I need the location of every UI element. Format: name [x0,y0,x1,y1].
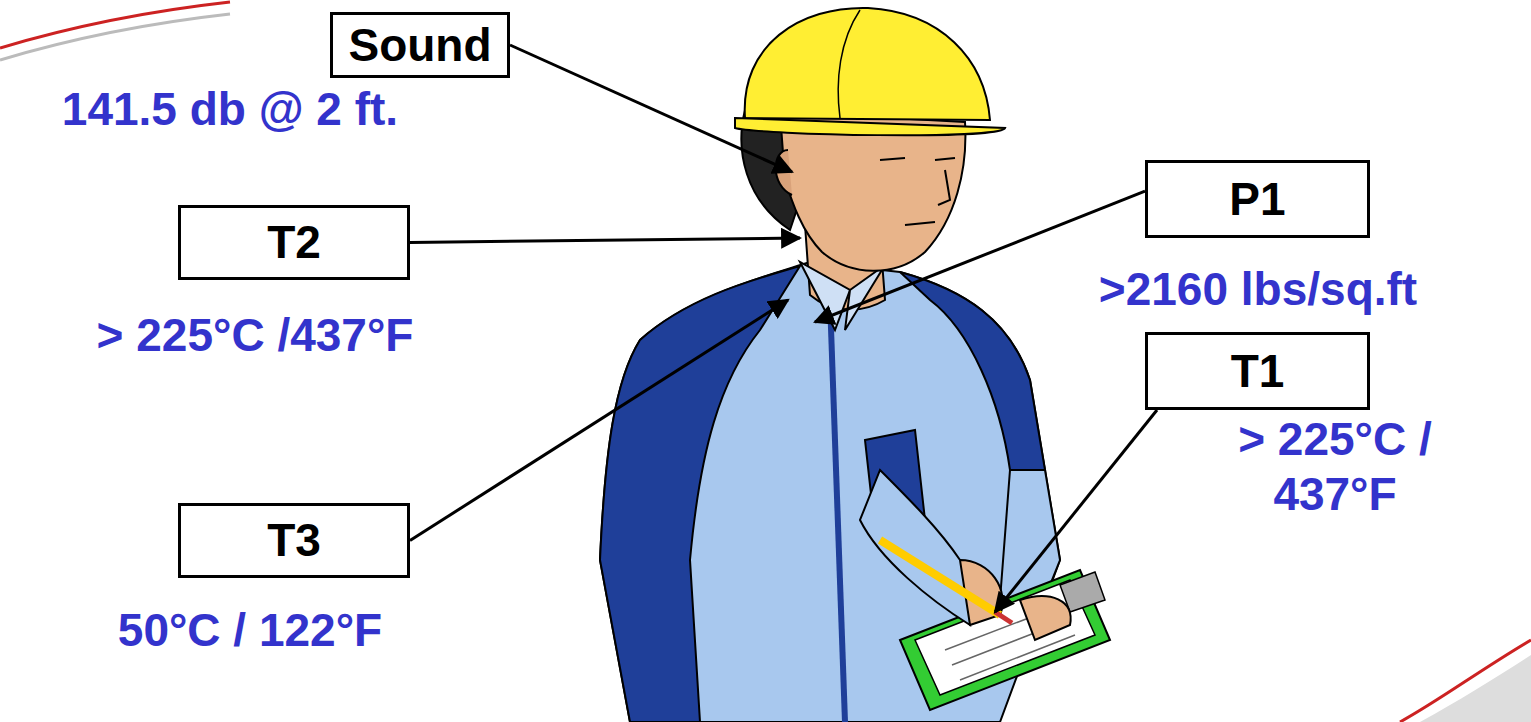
worker-figure [600,8,1110,722]
worker-figure-part [905,222,935,225]
label-box: P1 [1145,160,1370,238]
box-label: Sound [348,20,491,71]
leader-line [815,191,1145,322]
label-box: T1 [1145,332,1370,410]
slide-frame-part [0,14,230,60]
worker-figure-part [935,158,955,160]
slide-frame-part [1400,640,1531,722]
value-label: >2160 lbs/sq.ft [990,262,1526,317]
leader-line [410,238,800,243]
leader-line [995,410,1157,612]
value-label: > 225°C / 437°F [1185,412,1485,522]
worker-figure-part [860,470,970,625]
worker-figure-part [938,170,950,205]
box-label: T2 [267,217,321,268]
slide-frame-part [1420,655,1531,722]
worker-figure-part [735,118,1005,135]
label-box: Sound [330,12,510,78]
worker-figure-part [600,266,800,722]
slide-frame-part [0,2,230,48]
value-label: > 225°C /437°F [5,308,505,363]
box-label: P1 [1229,174,1285,225]
label-box: T3 [178,503,410,578]
worker-figure-part [838,10,860,118]
leader-line [510,45,792,172]
box-label: T3 [267,515,321,566]
value-label: 141.5 db @ 2 ft. [10,82,450,137]
value-label: 50°C / 122°F [60,603,440,658]
box-label: T1 [1231,346,1285,397]
worker-figure-part [995,612,1012,623]
label-box: T2 [178,205,410,280]
worker-figure-part [880,540,1000,615]
leader-line [410,300,788,541]
leader-lines [410,45,1157,612]
worker-figure-part [1020,596,1071,640]
worker-figure-part [900,272,1045,470]
worker-figure-part [800,262,850,330]
worker-figure-part [880,158,905,160]
worker-figure-part [830,300,845,722]
worker-figure-part [745,8,990,120]
